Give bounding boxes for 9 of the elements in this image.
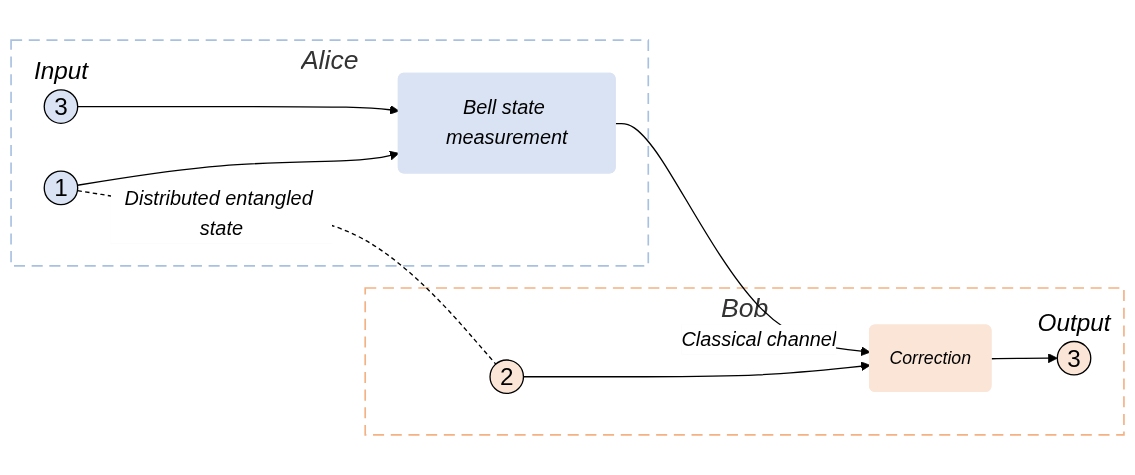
node-circle: 1	[43, 170, 79, 206]
node-circle: 2	[489, 359, 525, 395]
node-circle: 3	[43, 89, 79, 124]
edge-label: Classical channel	[681, 328, 837, 351]
edge-label: Distributed entangled state	[124, 187, 313, 240]
node-caption: Output	[1037, 309, 1111, 337]
node-circle: 3	[1056, 340, 1092, 376]
node-caption: Input	[33, 57, 88, 85]
arrow	[990, 353, 1058, 364]
